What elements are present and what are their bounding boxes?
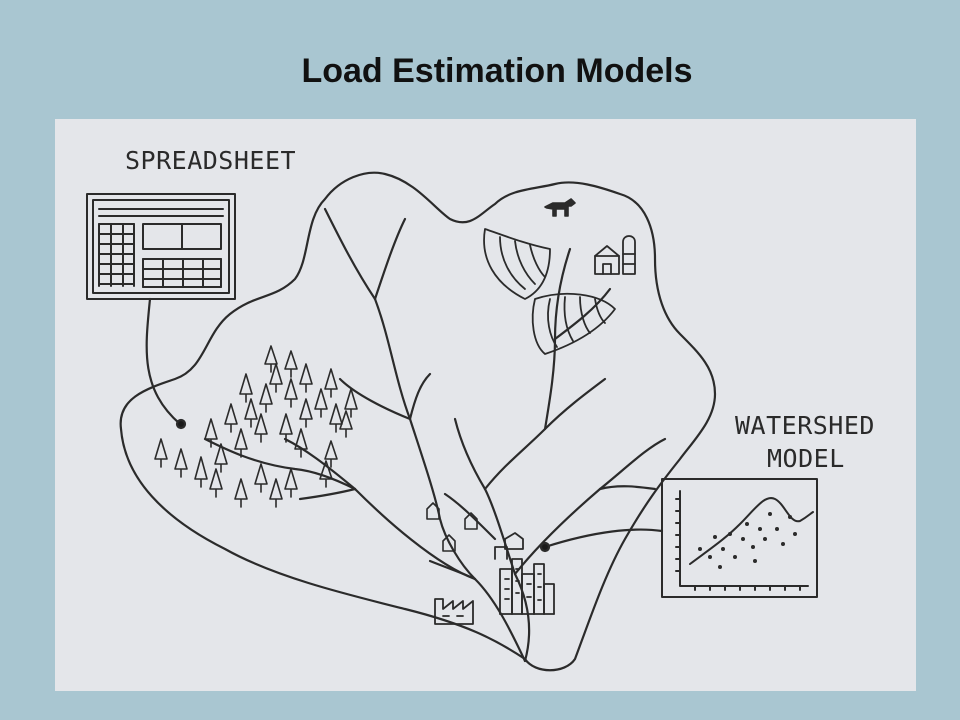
- spreadsheet-connector: [145, 297, 182, 426]
- sketch-panel: SPREADSHEET WATERSHED MODEL: [55, 119, 916, 691]
- factory-icon: [434, 598, 474, 625]
- city-icon: [494, 532, 555, 615]
- model-connector-dot: [539, 541, 551, 553]
- scatter-plot-icon: [661, 478, 818, 598]
- spreadsheet-label: SPREADSHEET: [125, 146, 296, 175]
- model-label: MODEL: [767, 444, 845, 473]
- barn-icon: [594, 245, 620, 275]
- crop-field-icon: [483, 228, 616, 355]
- watershed-sketch: SPREADSHEET WATERSHED MODEL: [86, 146, 875, 672]
- forest-icon: [154, 345, 358, 508]
- spreadsheet-icon: [86, 193, 236, 300]
- river-icon: [203, 207, 667, 663]
- house-icon: [426, 502, 478, 552]
- watershed-label: WATERSHED: [735, 411, 875, 440]
- slide-title: Load Estimation Models: [301, 52, 693, 90]
- model-connector: [543, 528, 664, 549]
- spreadsheet-connector-dot: [175, 418, 187, 430]
- watershed-boundary: [119, 171, 717, 672]
- silo-icon: [622, 235, 636, 275]
- animal-icon: [544, 198, 576, 217]
